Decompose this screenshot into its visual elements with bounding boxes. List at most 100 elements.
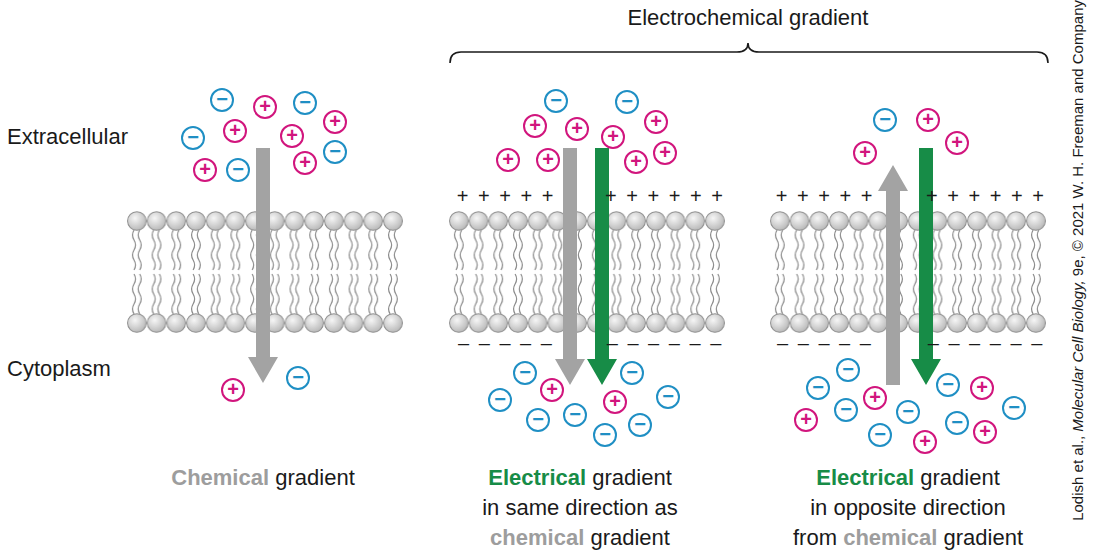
- compartment-label: Cytoplasm: [7, 356, 111, 382]
- membrane-charge: – – – – – –: [607, 332, 724, 354]
- ion-circle: +: [565, 117, 589, 141]
- ion-circle: −: [593, 423, 617, 447]
- ion-charge: +: [607, 126, 619, 146]
- ion-circle: +: [293, 151, 317, 175]
- ion-circle: −: [628, 413, 652, 437]
- ion-circle: +: [253, 95, 277, 119]
- caption-text: in same direction as: [482, 494, 678, 522]
- ion-charge: −: [292, 367, 304, 387]
- ion-circle: +: [280, 124, 304, 148]
- ion-charge: −: [662, 386, 674, 406]
- ion-circle: +: [794, 408, 818, 432]
- ion-circle: +: [913, 430, 937, 454]
- ion-charge: +: [976, 377, 988, 397]
- caption-line: in opposite direction: [810, 494, 1006, 522]
- caption-text: gradient: [590, 524, 670, 552]
- ion-circle: −: [834, 398, 858, 422]
- ion-charge: −: [569, 404, 581, 424]
- ion-charge: +: [529, 115, 541, 135]
- caption-keyword: chemical: [843, 524, 937, 552]
- ion-charge: −: [187, 127, 199, 147]
- ion-charge: −: [840, 399, 852, 419]
- caption-text: gradient: [275, 464, 355, 492]
- lipid-bilayer: [449, 209, 725, 337]
- ion-charge: +: [259, 96, 271, 116]
- caption-text: gradient: [943, 524, 1023, 552]
- ion-charge: −: [494, 389, 506, 409]
- ion-circle: −: [620, 361, 644, 385]
- caption-text: in opposite direction: [810, 494, 1006, 522]
- ion-circle: −: [806, 376, 830, 400]
- ion-charge: −: [532, 409, 544, 429]
- caption-line: Electricalgradient: [816, 464, 1000, 492]
- chemical-gradient-arrow: [878, 165, 908, 385]
- ion-charge: +: [227, 379, 239, 399]
- ion-circle: −: [1002, 396, 1026, 420]
- ion-charge: +: [979, 421, 991, 441]
- ion-charge: +: [286, 125, 298, 145]
- ion-circle: +: [973, 420, 997, 444]
- caption-keyword: Chemical: [171, 464, 269, 492]
- ion-circle: −: [181, 126, 205, 150]
- membrane-charge: + + + + +: [457, 185, 556, 207]
- ion-charge: +: [299, 152, 311, 172]
- caption-line: Electricalgradient: [488, 464, 672, 492]
- ion-charge: −: [902, 401, 914, 421]
- caption-keyword: chemical: [490, 524, 584, 552]
- compartment-label: Extracellular: [7, 124, 128, 150]
- ion-circle: −: [210, 88, 234, 112]
- ion-circle: +: [601, 125, 625, 149]
- ion-charge: +: [571, 118, 583, 138]
- ion-charge: +: [800, 409, 812, 429]
- ion-charge: −: [232, 159, 244, 179]
- ion-circle: −: [526, 408, 550, 432]
- chemical-gradient-arrow: [555, 148, 585, 385]
- membrane-charge: + + + + + +: [605, 185, 725, 207]
- lipid-bilayer-fill: [449, 209, 725, 337]
- ion-charge: −: [879, 109, 891, 129]
- ion-charge: −: [599, 424, 611, 444]
- ion-circle: +: [653, 141, 677, 165]
- ion-circle: +: [863, 386, 887, 410]
- ion-circle: +: [970, 376, 994, 400]
- credit-line: Lodish et al.,Molecular Cell Biology,9e,…: [1068, 0, 1088, 540]
- chemical-gradient-arrow: [248, 148, 278, 383]
- ion-circle: −: [323, 140, 347, 164]
- ion-circle: +: [644, 110, 668, 134]
- ion-charge: −: [216, 89, 228, 109]
- membrane-charge: – – – – – –: [928, 332, 1045, 354]
- ion-circle: +: [323, 110, 347, 134]
- ion-charge: −: [626, 362, 638, 382]
- ion-circle: +: [193, 158, 217, 182]
- caption-text: gradient: [920, 464, 1000, 492]
- ion-charge: +: [609, 391, 621, 411]
- ion-circle: −: [544, 89, 568, 113]
- ion-circle: −: [936, 373, 960, 397]
- membrane-charge: + + + + + +: [926, 185, 1046, 207]
- ion-circle: −: [656, 385, 680, 409]
- credit-text: Molecular Cell Biology,: [1069, 280, 1086, 431]
- ion-circle: −: [868, 423, 892, 447]
- ion-circle: −: [896, 400, 920, 424]
- lipid-bilayer: [770, 209, 1046, 337]
- ion-charge: +: [199, 159, 211, 179]
- ion-circle: −: [286, 366, 310, 390]
- ion-charge: +: [951, 132, 963, 152]
- ion-charge: +: [502, 149, 514, 169]
- lipid-bilayer-fill: [770, 209, 1046, 337]
- caption-keyword: Electrical: [488, 464, 586, 492]
- ion-charge: −: [519, 362, 531, 382]
- ion-circle: +: [223, 119, 247, 143]
- ion-circle: +: [603, 390, 627, 414]
- caption-line: Chemicalgradient: [171, 464, 355, 492]
- ion-charge: −: [812, 377, 824, 397]
- caption-line: chemicalgradient: [490, 524, 670, 552]
- ion-circle: −: [563, 403, 587, 427]
- ion-charge: +: [659, 142, 671, 162]
- ion-circle: +: [916, 108, 940, 132]
- credit-text: 9e, © 2021 W. H. Freeman and Company: [1069, 0, 1086, 276]
- membrane-charge: – – – – –: [777, 332, 873, 354]
- ion-charge: +: [922, 109, 934, 129]
